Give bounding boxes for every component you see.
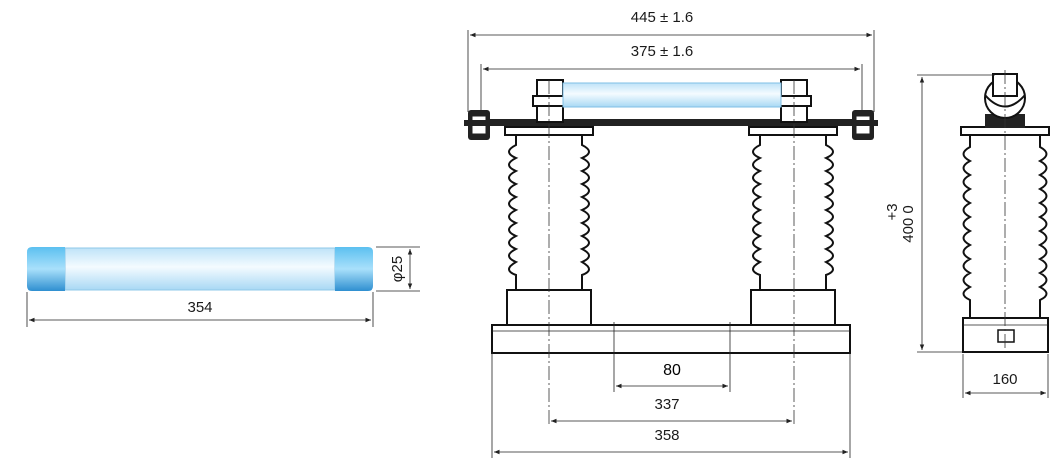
- fuse-left-cap: [27, 247, 65, 291]
- base-width-label: 358: [654, 427, 679, 444]
- fuse-tube-body: [64, 247, 336, 291]
- front-view: 445 ± 1.6 375 ± 1.6 80 337 358: [464, 9, 878, 458]
- left-terminal-bolt: [464, 110, 494, 140]
- top-contact-bar: [475, 119, 870, 126]
- base-inner-label: 80: [663, 362, 681, 379]
- fuse-tube-view: 354 φ25: [26, 246, 420, 327]
- fuse-diameter-label: φ25: [389, 256, 406, 282]
- fuse-right-cap: [335, 247, 373, 291]
- mount-span-label: 337: [654, 396, 679, 413]
- right-insulator-sheds: [752, 131, 834, 291]
- front-base: [491, 324, 851, 354]
- side-view: +3 400 0 160: [884, 70, 1050, 398]
- overall-width-label: 445 ± 1.6: [631, 9, 693, 26]
- right-terminal-bolt: [848, 110, 878, 140]
- height-tolerance-label: +3: [884, 203, 901, 220]
- side-width-label: 160: [992, 371, 1017, 388]
- right-insulator: [748, 126, 838, 326]
- height-value-label: 400 0: [900, 205, 917, 243]
- front-fuse-tube: [562, 82, 782, 108]
- fuse-length-label: 354: [187, 299, 212, 316]
- contact-span-label: 375 ± 1.6: [631, 43, 693, 60]
